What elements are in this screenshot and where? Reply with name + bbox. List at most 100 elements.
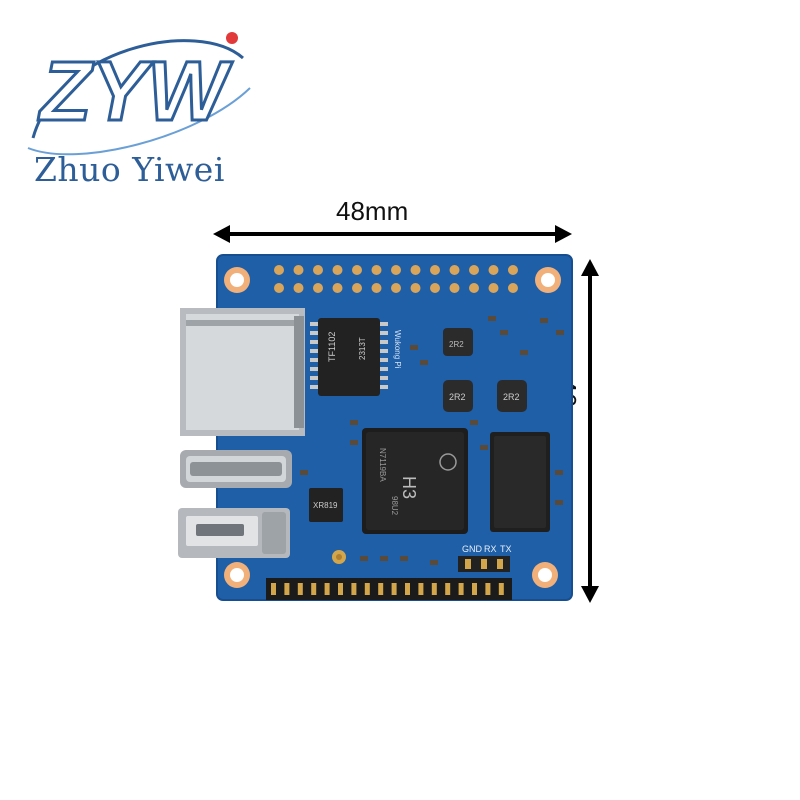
smd-component: [430, 560, 438, 565]
wifi-chip-label: XR819: [313, 501, 338, 510]
header-pin: [378, 583, 384, 595]
pcb-board: [217, 255, 572, 600]
smd-component: [300, 470, 308, 475]
gpio-pad: [430, 265, 440, 275]
gpio-pad: [332, 265, 343, 275]
smd-component: [350, 420, 358, 425]
gpio-pad: [508, 265, 518, 275]
board-silkscreen-name: Wukong Pi: [393, 330, 402, 369]
smd-component: [350, 440, 358, 445]
gpio-pad: [410, 283, 421, 293]
smd-component: [470, 420, 478, 425]
gpio-pad: [488, 283, 499, 293]
uart-label-tx: TX: [500, 544, 512, 554]
mounting-holes: [224, 267, 561, 588]
header-pin: [431, 583, 437, 595]
smd-component: [360, 556, 368, 561]
header-pin: [271, 583, 276, 595]
inductor-label-2: 2R2: [503, 392, 520, 402]
zyw-logo: ZYW: [27, 32, 251, 156]
gpio-pad: [274, 283, 284, 293]
transformer-label-bottom: 2313T: [358, 337, 367, 360]
transformer-label-top: TF1102: [327, 332, 337, 362]
ethernet-port[interactable]: [180, 308, 305, 436]
brand-name: Zhuo Yiwei: [34, 150, 225, 189]
soc-label: H3: [399, 476, 419, 499]
logo-swoosh-arc: [31, 39, 244, 139]
header-pin: [458, 583, 464, 595]
gpio-pad: [274, 265, 284, 275]
gpio-pad: [293, 265, 304, 275]
gpio-pad: [449, 265, 460, 275]
lan-transformer: TF1102 2313T: [310, 318, 388, 396]
usb-port[interactable]: [180, 450, 292, 488]
header-pin: [391, 583, 397, 595]
allwinner-logo-icon: [439, 453, 457, 471]
header-pin: [351, 583, 357, 595]
gpio-pad: [313, 265, 323, 275]
smd-component: [540, 318, 548, 323]
uart-label-gnd: GND: [462, 544, 483, 554]
header-pin: [498, 583, 504, 595]
smd-component: [500, 330, 508, 335]
gpio-pad: [410, 265, 421, 275]
header-pin: [284, 583, 290, 595]
width-dimension-label: 48mm: [336, 196, 409, 226]
smd-component: [400, 556, 408, 561]
smd-component: [420, 360, 428, 365]
gpio-pad: [391, 283, 401, 293]
smd-component: [480, 445, 488, 450]
smd-component: [555, 500, 563, 505]
gpio-pad: [430, 283, 440, 293]
uart-label-rx: RX: [484, 544, 497, 554]
header-pin: [297, 583, 303, 595]
gpio-pad: [469, 265, 479, 275]
gpio-pad: [313, 283, 323, 293]
gpio-pad: [469, 283, 479, 293]
dram-chip: [490, 432, 550, 532]
height-arrow: [581, 259, 599, 603]
gpio-pad: [293, 283, 304, 293]
width-arrow: [213, 225, 572, 243]
gpio-pad: [508, 283, 518, 293]
gpio-pad: [488, 265, 499, 275]
gpio-pad: [352, 283, 362, 293]
antenna-connector: [332, 550, 346, 564]
header-pin: [445, 583, 451, 595]
wifi-chip: XR819: [309, 488, 343, 522]
header-pin: [472, 583, 477, 595]
micro-usb-port[interactable]: [178, 508, 290, 558]
bottom-pin-header: [266, 578, 512, 600]
soc-line-2: 98U2: [390, 496, 399, 516]
top-gpio-pads: [274, 265, 518, 293]
smd-component: [410, 345, 418, 350]
inductor-label-1: 2R2: [449, 392, 466, 402]
uart-header: GND RX TX: [458, 544, 512, 572]
gpio-pad: [449, 283, 460, 293]
header-pin: [418, 583, 424, 595]
gpio-pad: [332, 283, 343, 293]
logo-monogram: ZYW: [38, 44, 233, 138]
gpio-pad: [371, 283, 382, 293]
smd-component: [555, 470, 563, 475]
logo-swoosh-lower: [27, 87, 251, 156]
power-inductors: 2R2 2R2 2R2: [443, 328, 527, 412]
header-pin: [311, 583, 317, 595]
inductor-label-top: 2R2: [449, 340, 464, 349]
header-pin: [324, 583, 330, 595]
gpio-pad: [352, 265, 362, 275]
logo-dot: [226, 32, 238, 44]
smd-component: [380, 556, 388, 561]
header-pin: [338, 583, 343, 595]
gpio-pad: [371, 265, 382, 275]
header-pin: [405, 583, 410, 595]
header-pin: [485, 583, 491, 595]
header-pin: [364, 583, 370, 595]
smd-component: [520, 350, 528, 355]
smd-component: [556, 330, 564, 335]
soc-line-1: N7119BA: [378, 448, 387, 482]
soc-chip: H3 N7119BA 98U2: [362, 428, 468, 534]
smd-component: [488, 316, 496, 321]
gpio-pad: [391, 265, 401, 275]
